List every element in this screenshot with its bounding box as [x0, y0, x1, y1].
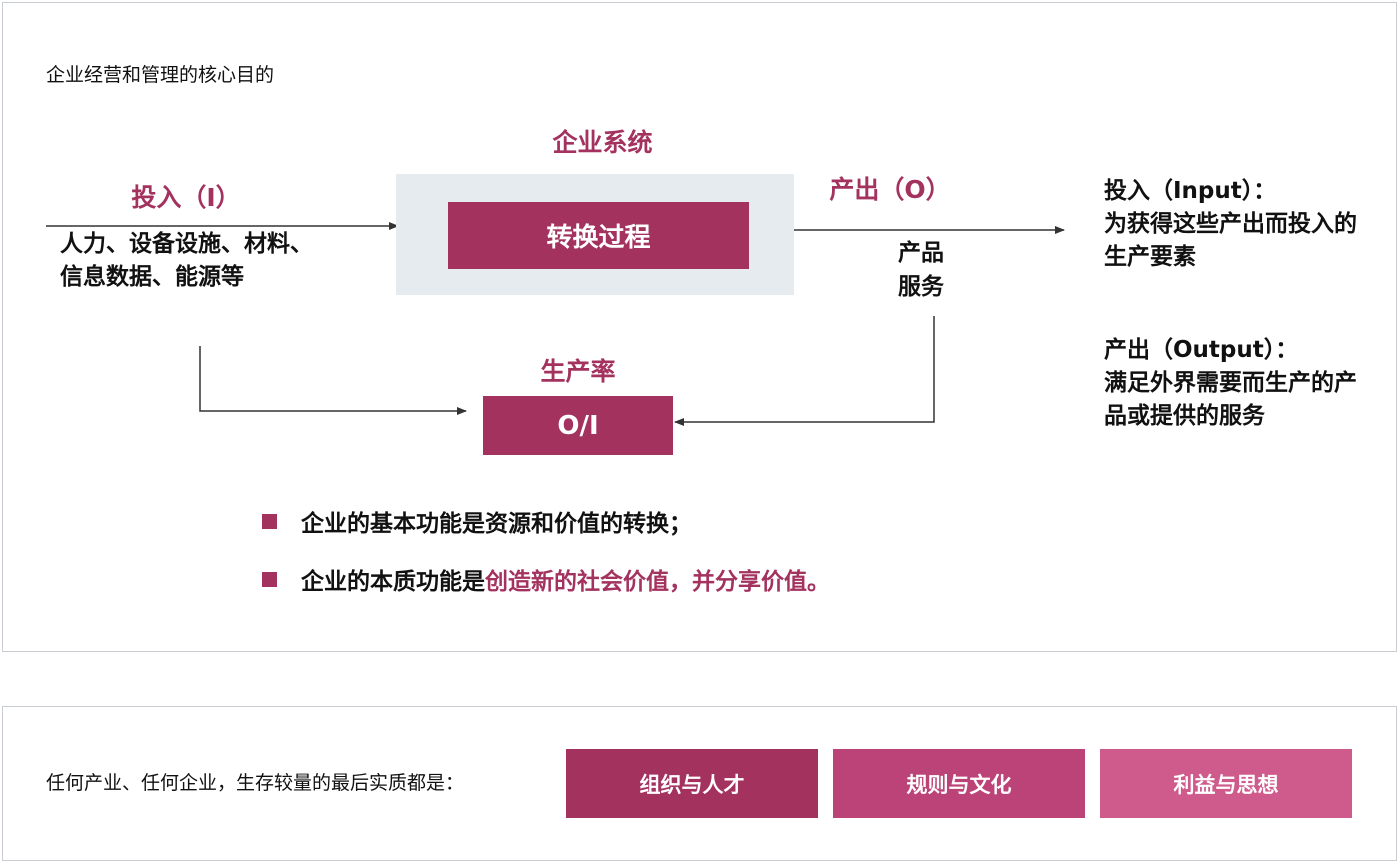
output-items: 产品 服务: [898, 236, 944, 304]
core-competition-statement: 任何产业、任何企业，生存较量的最后实质都是：: [46, 772, 465, 794]
transformation-process-box: 转换过程: [448, 202, 749, 269]
bullet-highlight-text: 创造新的社会价值，: [485, 569, 692, 595]
input-label: 投入（I）: [131, 183, 241, 212]
productivity-label: 生产率: [540, 357, 616, 386]
output-definition-text: 满足外界需要而生产的产品或提供的服务: [1104, 370, 1357, 429]
bullet-tail-text: 并分享价值。: [692, 569, 830, 595]
input-to-ratio-arrow: [199, 346, 467, 415]
bullet-text: 企业的本质功能是: [301, 569, 485, 595]
output-label: 产出（O）: [829, 175, 951, 204]
input-definition-text: 为获得这些产出而投入的生产要素: [1104, 211, 1357, 270]
square-bullet-icon: [262, 513, 277, 529]
input-definition: 投入（Input）： 为获得这些产出而投入的生产要素: [1104, 175, 1374, 274]
output-to-ratio-arrow: [674, 316, 935, 426]
input-items: 人力、设备设施、材料、 信息数据、能源等: [60, 228, 380, 294]
bullet-item: 企业的基本功能是资源和价值的转换；: [262, 504, 692, 538]
page-title: 企业经营和管理的核心目的: [46, 64, 275, 86]
output-item: 产品: [898, 240, 944, 266]
square-bullet-icon: [262, 571, 277, 587]
bullet-item: 企业的本质功能是创造新的社会价值，并分享价值。: [262, 562, 830, 596]
bullet-text: 企业的基本功能是资源和价值的转换；: [301, 511, 692, 537]
system-label: 企业系统: [552, 128, 653, 157]
top-panel: [2, 2, 1397, 652]
output-definition: 产出（Output）： 满足外界需要而生产的产品或提供的服务: [1104, 334, 1374, 433]
input-items-line: 人力、设备设施、材料、: [60, 231, 313, 257]
input-definition-title: 投入（Input）：: [1104, 178, 1277, 204]
output-definition-title: 产出（Output）：: [1104, 337, 1299, 363]
factor-box-rules-culture: 规则与文化: [833, 749, 1085, 818]
output-item: 服务: [898, 274, 944, 300]
factor-box-organization-talent: 组织与人才: [566, 749, 818, 818]
input-items-line: 信息数据、能源等: [60, 264, 244, 290]
productivity-ratio-box: O/I: [483, 396, 673, 455]
factor-box-interests-thoughts: 利益与思想: [1100, 749, 1352, 818]
